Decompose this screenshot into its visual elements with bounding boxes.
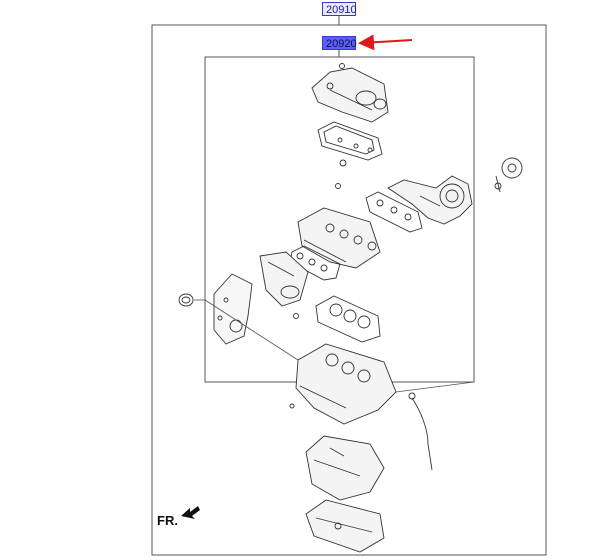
seal-ring-small [339,159,347,167]
dowel-pin [289,403,295,409]
valve-cover [311,63,389,123]
oil-dipstick [411,397,433,471]
exhaust-manifold [259,251,309,307]
crankshaft-oil-seal [178,293,194,307]
outer-kit-frame [151,24,547,556]
timing-cover [213,273,253,345]
turbo-inlet-part [494,157,523,193]
seal-ring-small-2 [335,183,341,189]
part-callout-outer-kit[interactable]: 20910 [322,2,357,16]
red-pointer-arrow-icon [358,34,413,51]
part-callout-inner-kit[interactable]: 20920 [322,36,357,50]
leader-lines [194,299,475,393]
front-label: FR. [157,513,178,528]
cylinder-head-gasket [315,295,381,343]
lower-oil-pan [305,499,385,553]
bolt-washer [293,313,299,319]
turbocharger [387,175,473,225]
upper-oil-pan [305,435,385,501]
front-direction-arrow-icon [181,506,200,519]
exhaust-manifold-gasket-right [365,191,423,233]
dipstick-handle [408,392,416,400]
valve-cover-gasket [317,121,383,161]
engine-parts [178,63,523,553]
cylinder-block [295,343,397,425]
